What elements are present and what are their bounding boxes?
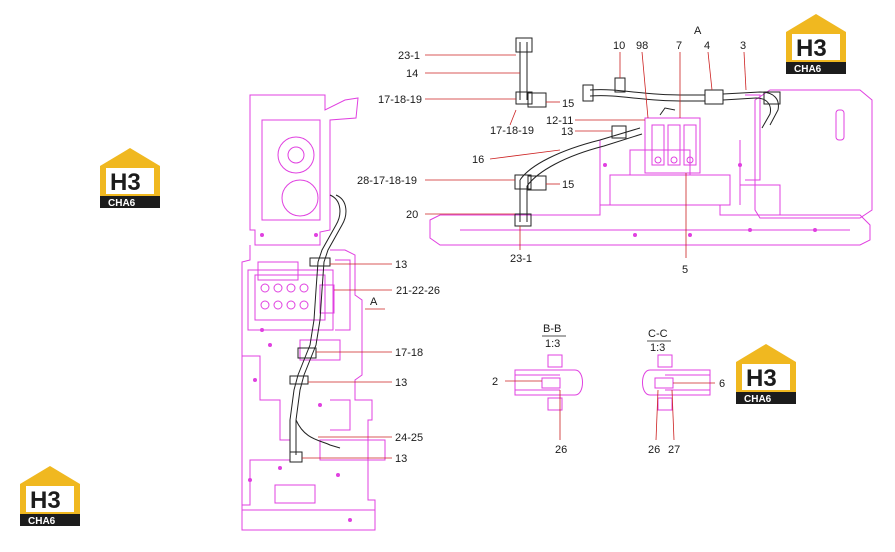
callout-23-1-top: 23-1 [398,50,420,62]
callout-28-17-18-19: 28-17-18-19 [357,175,417,187]
side-view-hose [289,194,347,463]
section-cc-drawing [642,354,711,411]
callout-3: 3 [740,40,746,52]
logo-watermark-2: H3 CHA6 [786,14,846,75]
callout-2: 2 [492,376,498,388]
callout-14: 14 [406,68,418,80]
leader-lines [302,51,747,459]
top-view-frame [429,89,873,246]
logo-text-4: CHA6 [28,516,56,527]
top-view-hoses [514,37,781,227]
section-cc-scale: 1:3 [650,342,665,354]
callout-13-side-2: 13 [395,377,407,389]
logo-text-3: CHA6 [744,394,772,405]
callout-5: 5 [682,264,688,276]
section-bb-scale: 1:3 [545,338,560,350]
logo-text-1: CHA6 [108,198,136,209]
callout-17-18-19-b: 17-18-19 [490,125,534,137]
callout-20: 20 [406,209,418,221]
view-a-marker-side: A [370,296,378,308]
callout-23-1-bot: 23-1 [510,253,532,265]
logo-watermark-3: H3 CHA6 [736,344,796,405]
logo-watermark-1: H3 CHA6 [100,148,160,209]
callout-27: 27 [668,444,680,456]
callout-13-side-3: 13 [395,453,407,465]
section-titles: B-B 1:3 C-C 1:3 [542,323,671,354]
logo-mark-4: H3 [30,487,61,514]
callout-12-11: 12-11 [546,115,573,127]
section-bb-title: B-B [543,323,561,335]
view-a-marker-top: A [694,25,702,37]
callout-13-top: 13 [561,126,573,138]
logo-text-2: CHA6 [794,64,822,75]
top-view-dots [603,163,817,237]
callout-26-b: 26 [555,444,567,456]
valve-block-side [254,274,335,321]
logo-mark-3: H3 [746,365,777,392]
section-cc-title: C-C [648,328,668,340]
side-view-frame [241,94,386,531]
callout-6: 6 [719,378,725,390]
callout-98: 98 [636,40,648,52]
callout-16: 16 [472,154,484,166]
callout-24-25: 24-25 [395,432,423,444]
callout-17-18-19-a: 17-18-19 [378,94,422,106]
callout-17-18-side: 17-18 [395,347,423,359]
callout-7: 7 [676,40,682,52]
callout-labels: 23-1 14 17-18-19 15 17-18-19 16 28-17-18… [357,25,746,465]
callout-15-b: 15 [562,179,574,191]
callout-15-a: 15 [562,98,574,110]
callout-13-side-1: 13 [395,259,407,271]
side-view-dots [248,233,352,522]
logo-watermark-4: H3 CHA6 [20,466,80,527]
logo-mark-2: H3 [796,35,827,62]
section-bb-drawing [514,354,583,411]
callout-21-22-26: 21-22-26 [396,285,440,297]
control-valve-top [644,117,701,174]
logo-mark-1: H3 [110,169,141,196]
callout-10: 10 [613,40,625,52]
callout-26-c: 26 [648,444,660,456]
callout-4: 4 [704,40,710,52]
